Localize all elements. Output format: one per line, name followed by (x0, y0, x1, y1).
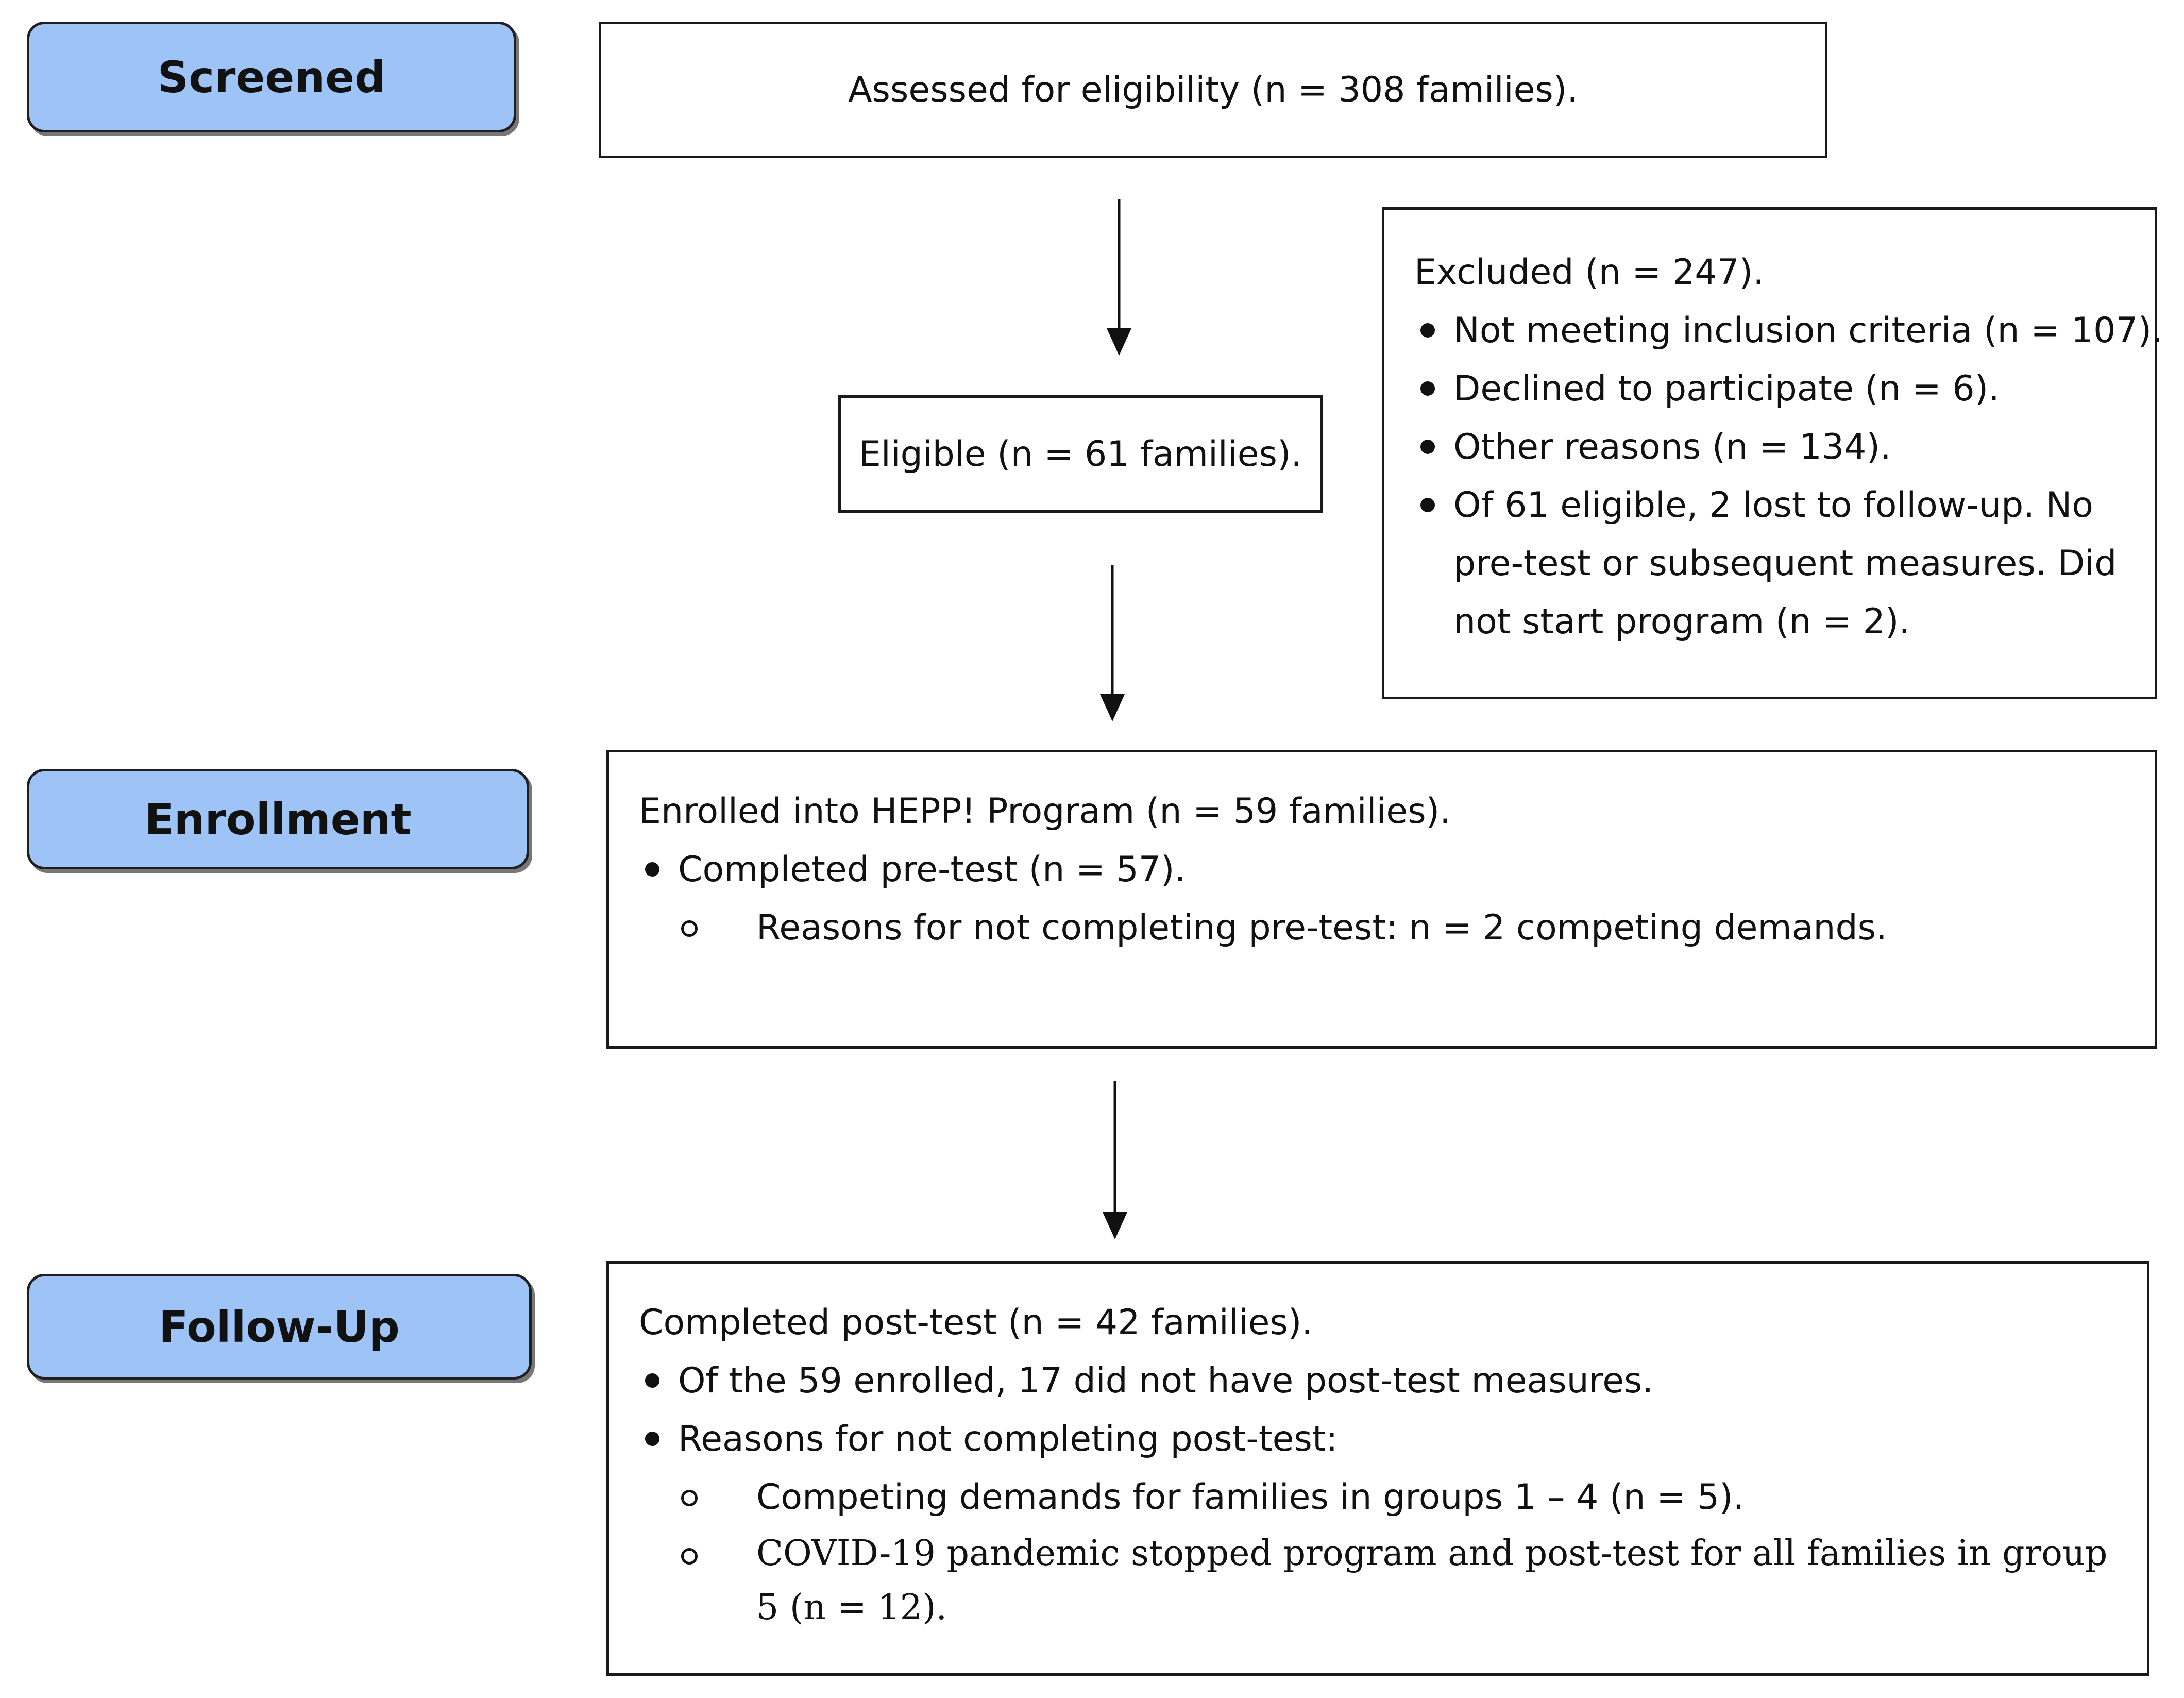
enrolled-bullet: Completed pre-test (n = 57). (639, 840, 2139, 899)
eligible-text: Eligible (n = 61 families). (858, 433, 1302, 475)
flow-arrows (1100, 199, 1131, 1239)
followup-sub-item: Competing demands for families in groups… (639, 1468, 2131, 1526)
followup-title: Completed post-test (n = 42 families). (639, 1302, 1313, 1343)
excluded-item: Not meeting inclusion criteria (n = 107)… (1414, 301, 2163, 360)
stage-label-follow-up: Follow-Up (27, 1274, 532, 1380)
followup-sub-item: COVID-19 pandemic stopped program and po… (639, 1526, 2131, 1635)
enrolled-sub-item: Reasons for not completing pre-test: n =… (639, 899, 2139, 957)
assessed-text: Assessed for eligibility (n = 308 famili… (848, 70, 1578, 110)
assessed-box: Assessed for eligibility (n = 308 famili… (599, 22, 1827, 158)
enrolled-title: Enrolled into HEPP! Program (n = 59 fami… (639, 791, 1451, 832)
followup-bullet: Reasons for not completing post-test: (639, 1410, 2131, 1468)
followup-box: Completed post-test (n = 42 families). O… (606, 1261, 2149, 1676)
excluded-box: Excluded (n = 247). Not meeting inclusio… (1382, 207, 2163, 699)
excluded-title: Excluded (n = 247). (1414, 252, 1764, 293)
stage-label-enrollment: Enrollment (27, 769, 529, 869)
flow-diagram: Screened Enrollment Follow-Up Assessed f… (27, 22, 2163, 1676)
arrow-head (1100, 694, 1125, 721)
excluded-item: Of 61 eligible, 2 lost to follow-up. No … (1414, 476, 2144, 651)
excluded-item: Other reasons (n = 134). (1414, 418, 2144, 476)
stage-label-screened: Screened (27, 22, 516, 132)
eligible-box: Eligible (n = 61 families). (838, 395, 1323, 513)
arrow-head (1107, 328, 1131, 356)
arrow-head (1103, 1212, 1127, 1239)
excluded-item: Declined to participate (n = 6). (1414, 360, 2144, 418)
followup-bullet: Of the 59 enrolled, 17 did not have post… (639, 1352, 2131, 1410)
enrollment-box: Enrolled into HEPP! Program (n = 59 fami… (606, 750, 2157, 1049)
